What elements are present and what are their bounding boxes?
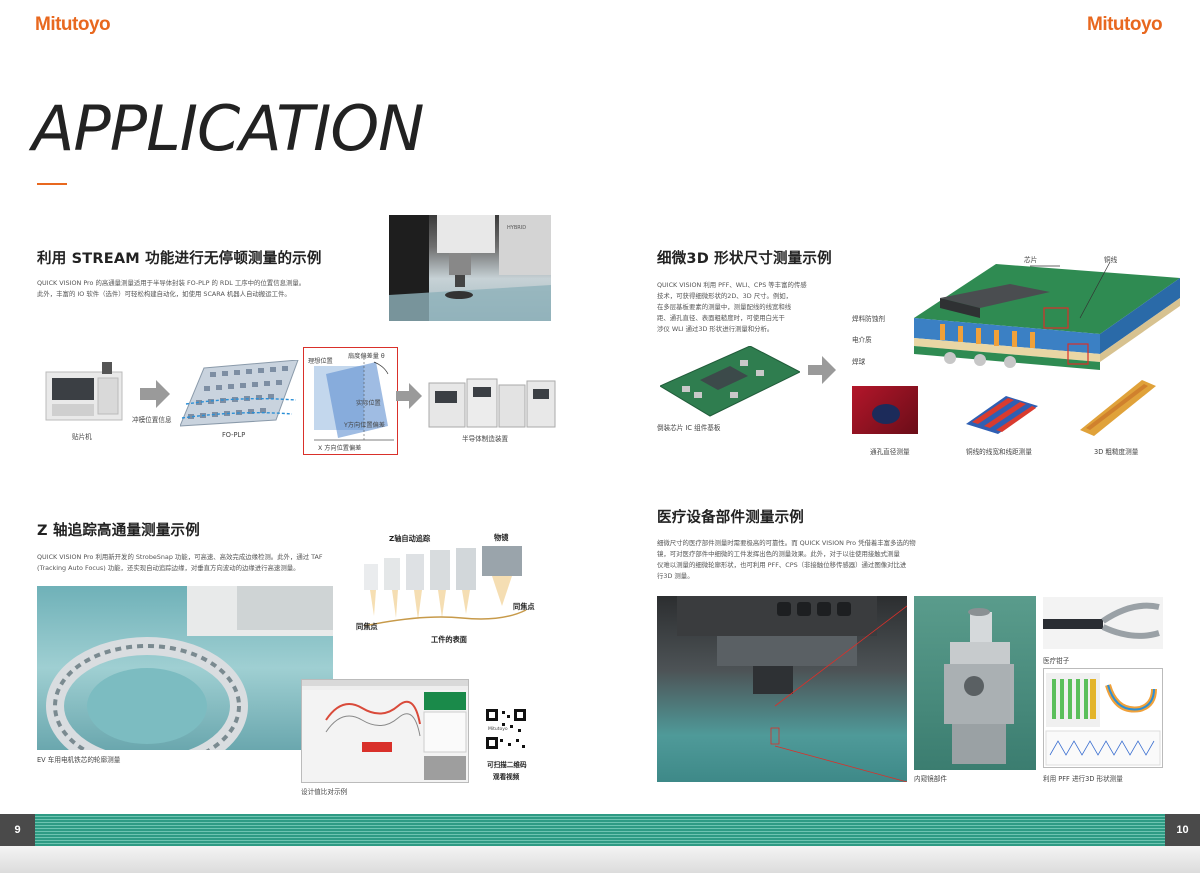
ev-motor-core-photo <box>37 586 333 750</box>
endoscope-part-photo <box>914 596 1036 770</box>
logo-left: Mitutoyo <box>35 14 111 35</box>
caption-pff: 利用 PFF 进行3D 形状测量 <box>1043 775 1123 783</box>
label-x-deviation: X 方向位置偏差 <box>318 445 362 452</box>
title-accent-line <box>37 183 67 185</box>
section-medical-body-line: 细微尺寸的医疗部件测量时需要极高的可靠性。而 QUICK VISION Pro … <box>657 539 916 547</box>
label-focal-point-right: 同焦点 <box>513 602 535 611</box>
caption-ev-motor: EV 车用电机铁芯的轮廓测量 <box>37 756 121 764</box>
section-medical-body-line: 仪难以测量的细微轮廓形状，也可利用 PFF、CPS（非接触位移传感器）通过图像对… <box>657 561 907 569</box>
section-zaxis-body-line: (Tracking Auto Focus) 功能，还实现自动追踪边缘，对垂直方向… <box>37 564 300 572</box>
caption-via: 通孔直径测量 <box>870 448 910 456</box>
section-medical-body-line: 行3D 测量。 <box>657 572 694 580</box>
caption-roughness: 3D 粗糙度测量 <box>1094 448 1139 456</box>
forceps-photo <box>1043 597 1163 649</box>
section-3d-body-line: 在多层基板要素的测量中，测量配线的线宽和线 <box>657 303 792 311</box>
roughness-measurement-image <box>1080 380 1156 436</box>
caption-qr-scan: 可扫描二维码 <box>487 761 527 769</box>
via-measurement-image <box>852 386 918 434</box>
qr-code-icon[interactable]: Mitutoyo <box>486 709 526 765</box>
chip-cross-section-illustration <box>900 258 1180 378</box>
page-bottom-shadow <box>0 846 1200 873</box>
machine-photo: HYBRID <box>389 215 551 321</box>
logo-right: Mitutoyo <box>1087 14 1163 35</box>
caption-punch-info: 冲模位置信息 <box>132 416 172 424</box>
section-medical-body-line: 镜，可对医疗部件中细微的工件发挥出色的测量效果。此外，对于以往使用接触式测量 <box>657 550 900 558</box>
section-medical-title: 医疗设备部件测量示例 <box>657 510 804 526</box>
caption-foplp: FO-PLP <box>222 431 246 439</box>
section-zaxis-body: QUICK VISION Pro 利用新开发的 StrobeSnap 功能，可高… <box>37 552 367 574</box>
section-medical-body: 细微尺寸的医疗部件测量时需要极高的可靠性。而 QUICK VISION Pro … <box>657 538 977 582</box>
page-number-left: 9 <box>0 814 35 846</box>
section-stream-body: QUICK VISION Pro 的高通量测量适用于半导体封装 FO-PLP 的… <box>37 278 377 300</box>
page-number-right: 10 <box>1165 814 1200 846</box>
section-zaxis-title: Z 轴追踪高通量测量示例 <box>37 523 200 539</box>
label-dielectric: 电介质 <box>852 336 872 344</box>
medical-measurement-photo <box>657 596 907 782</box>
section-3d-title: 细微3D 形状尺寸测量示例 <box>657 251 832 267</box>
z-tracking-diagram <box>362 544 528 640</box>
label-solder-resist: 焊料防蚀剂 <box>852 315 885 323</box>
caption-mounter: 贴片机 <box>72 433 92 441</box>
label-objective-lens: 物镜 <box>494 533 509 542</box>
label-z-axis-tracking: Z轴自动追踪 <box>389 534 431 543</box>
section-3d-body-line: QUICK VISION 利用 PFF、WLI、CPS 等丰富的传感 <box>657 281 807 289</box>
label-actual-position: 实际位置 <box>356 400 381 407</box>
page-title: APPLICATION <box>32 92 425 165</box>
label-chip: 芯片 <box>1024 256 1038 264</box>
mounter-machine-illustration <box>42 360 132 426</box>
section-3d-body-line: 技术，可获得细微形状的2D、3D 尺寸。例如， <box>657 292 793 300</box>
caption-endoscope: 内窥镜部件 <box>914 775 947 783</box>
svg-text:HYBRID: HYBRID <box>507 225 526 231</box>
label-bump: 焊球 <box>852 358 866 366</box>
section-zaxis-body-line: QUICK VISION Pro 利用新开发的 StrobeSnap 功能，可高… <box>37 553 323 561</box>
footer-band <box>35 814 1165 846</box>
section-stream-body-line: 此外，丰富的 IO 软件（选件）可轻松构建自动化，如使用 SCARA 机器人自动… <box>37 290 291 298</box>
label-wire: 铜线 <box>1104 256 1118 264</box>
semiconductor-equipment-illustration <box>427 375 557 431</box>
pcb-board-illustration <box>658 345 802 418</box>
caption-qr-video: 观看视频 <box>493 773 520 781</box>
label-ideal-position: 理想位置 <box>308 358 333 365</box>
caption-equipment: 半导体制造装置 <box>462 435 509 443</box>
arrow-right-icon <box>396 383 422 409</box>
line-width-measurement-image <box>966 388 1038 436</box>
section-3d-body-line: 距、通孔直径、表面粗糙度时，可使用白光干 <box>657 314 785 322</box>
label-y-deviation: Y方向位置偏差 <box>344 422 385 429</box>
foplp-panel-illustration <box>179 359 300 430</box>
position-deviation-box: 理想位置 扇度偏差量 θ 实际位置 Y方向位置偏差 X 方向位置偏差 <box>303 347 398 455</box>
caption-ic-board: 倒装芯片 IC 组件基板 <box>657 424 721 432</box>
label-focal-point-left: 同焦点 <box>356 622 378 631</box>
caption-line: 铜线的线宽和线距测量 <box>966 448 1032 456</box>
label-rotation-deviation: 扇度偏差量 θ <box>348 353 385 360</box>
design-comparison-screenshot <box>301 679 469 783</box>
arrow-right-icon <box>808 356 836 384</box>
caption-design-comparison: 设计值比对示例 <box>301 788 348 796</box>
section-stream-title: 利用 STREAM 功能进行无停顿测量的示例 <box>37 251 322 267</box>
qr-brand-label: Mitutoyo <box>487 727 509 732</box>
pff-3d-result-image <box>1043 668 1163 768</box>
caption-forceps: 医疗钳子 <box>1043 657 1070 665</box>
section-3d-body-line: 涉仪 WLI 通过3D 形状进行测量和分析。 <box>657 325 774 333</box>
label-workpiece-surface: 工件的表面 <box>431 635 467 644</box>
section-3d-body: QUICK VISION 利用 PFF、WLI、CPS 等丰富的传感 技术，可获… <box>657 280 822 335</box>
section-stream-body-line: QUICK VISION Pro 的高通量测量适用于半导体封装 FO-PLP 的… <box>37 279 306 287</box>
arrow-right-icon <box>140 380 170 408</box>
